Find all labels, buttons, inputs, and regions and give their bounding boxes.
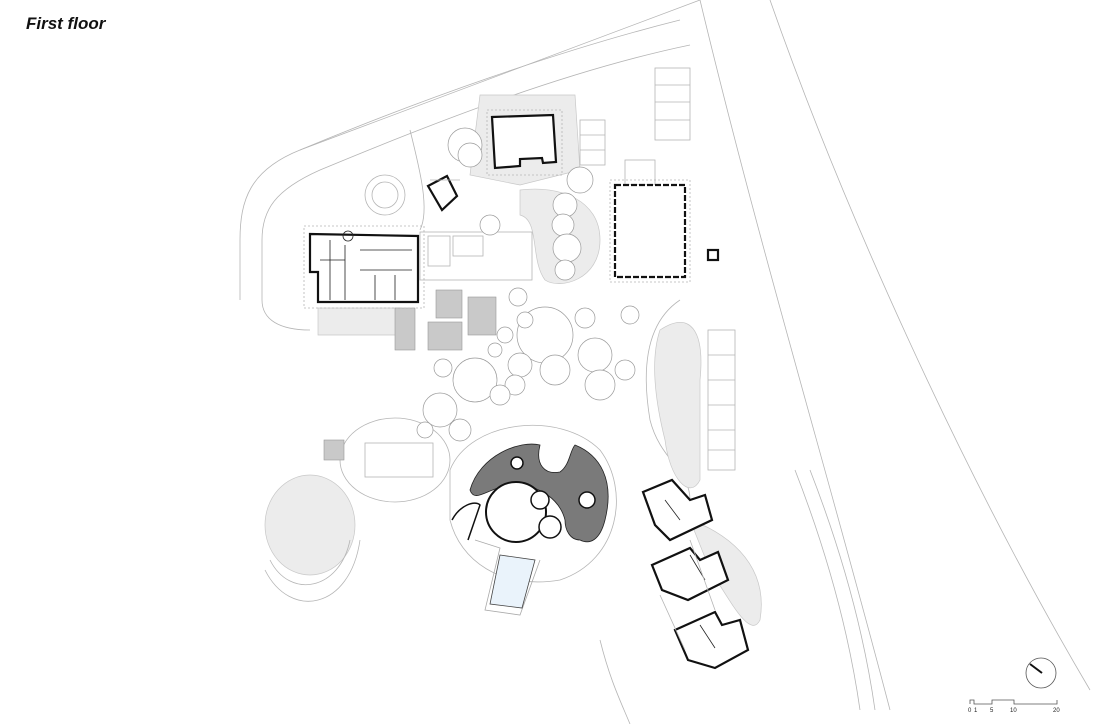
north-arrow-icon: [1025, 657, 1057, 689]
scale-label: 20: [1053, 708, 1060, 714]
hall-building: [613, 183, 687, 279]
drawing-title: First floor: [26, 14, 106, 33]
scale-label: 10: [1010, 708, 1017, 714]
pool: [489, 554, 536, 609]
scale-bar: 0 1 5 10 20: [968, 699, 1060, 714]
round-building: [451, 443, 609, 616]
roundabout-inner: [371, 181, 399, 209]
terraced-houses: [641, 478, 750, 670]
small-pavilion: [426, 174, 459, 212]
buildings: [303, 109, 720, 309]
north-building: [490, 113, 558, 170]
road-network: [239, 0, 1091, 724]
annex-blocks: [323, 231, 533, 478]
roundabout: [364, 174, 406, 216]
scale-label: 0: [968, 708, 972, 714]
scale-label: 1: [974, 708, 978, 714]
scale-label: 5: [990, 708, 994, 714]
main-house: [303, 225, 425, 309]
trees: [416, 127, 640, 442]
